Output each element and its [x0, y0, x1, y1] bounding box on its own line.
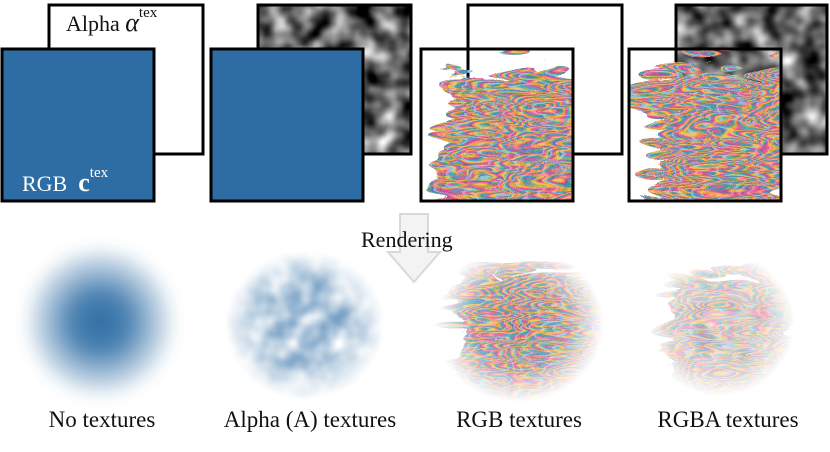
rgb-swirl-texture	[419, 47, 575, 203]
panel-rgba-textures	[627, 3, 829, 203]
render-rgba-textures	[645, 252, 795, 396]
rgb-texture-solid	[209, 47, 365, 203]
panel-alpha-textures	[209, 3, 413, 203]
rgb-texture-solid	[0, 47, 156, 203]
panel-no-textures	[0, 3, 205, 203]
caption-rgba-textures: RGBA textures	[657, 407, 799, 432]
rgb-swirl-texture	[627, 47, 783, 203]
render-rgb-textures	[434, 246, 604, 402]
alpha-texture-label: Alpha αtex	[66, 4, 158, 37]
caption-alpha-textures: Alpha (A) textures	[223, 407, 397, 432]
panel-rgb-textures	[419, 3, 624, 203]
render-alpha-textures	[225, 250, 385, 400]
rgb-texture-label: RGB ctex	[22, 164, 109, 197]
rendering-arrow-icon	[385, 213, 443, 284]
caption-no-textures: No textures	[48, 407, 156, 432]
caption-rgb-textures: RGB textures	[456, 407, 582, 432]
render-no-textures	[22, 244, 178, 400]
rendering-label: Rendering	[361, 227, 453, 252]
